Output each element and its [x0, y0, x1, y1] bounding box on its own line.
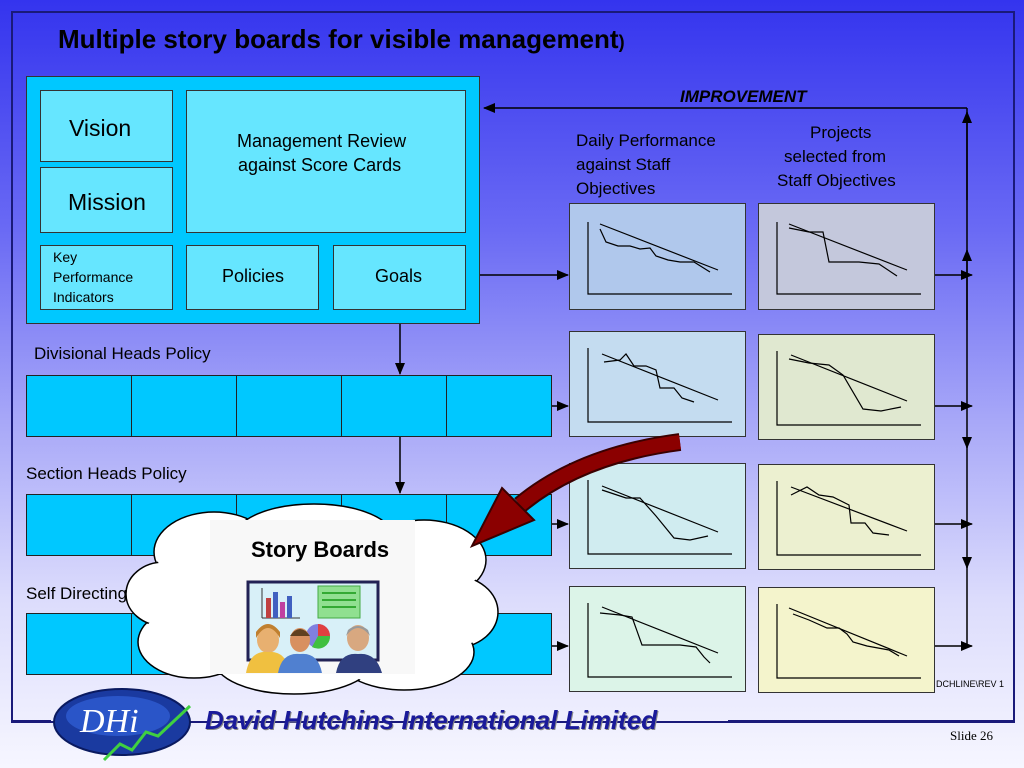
daily-chart-4: [569, 586, 746, 692]
self-directing-label: Self Directing: [26, 584, 128, 603]
kpi-line-2: Performance: [53, 269, 134, 285]
divisional-policy-bar: [26, 375, 552, 437]
mission-box: Mission: [40, 167, 173, 233]
trend-graph: [776, 481, 921, 556]
project-chart-4: [758, 587, 935, 693]
daily-perf-line-1: Daily Performance: [576, 131, 716, 150]
trend-graph: [776, 222, 921, 295]
bar-cell: [237, 376, 342, 436]
projects-line-3: Staff Objectives: [777, 171, 896, 190]
bar-cell: [27, 614, 132, 674]
review-line-1: Management Review: [237, 131, 407, 151]
trend-graph: [776, 604, 921, 679]
trend-graph: [587, 603, 732, 678]
dhi-logo: DHi: [53, 688, 192, 762]
bar-cell: [132, 376, 237, 436]
kpi-line-3: Indicators: [53, 289, 114, 305]
projects-line-1: Projects: [810, 123, 872, 142]
reference-code: DCHLINE\REV 1: [936, 679, 1005, 689]
company-name: David Hutchins International Limited: [205, 705, 658, 735]
mission-label: Mission: [68, 189, 146, 215]
kpi-box: Key Performance Indicators: [40, 245, 173, 310]
project-chart-2: [758, 334, 935, 440]
review-line-2: against Score Cards: [238, 155, 402, 175]
trend-graph: [587, 348, 732, 423]
slide-title: Multiple story boards for visible manage…: [58, 24, 625, 54]
bar-chart-icon: [261, 588, 300, 619]
project-chart-3: [758, 464, 935, 570]
vision-label: Vision: [69, 115, 132, 141]
policies-box: Policies: [186, 245, 319, 310]
bar-cell: [27, 495, 132, 555]
projects-line-2: selected from: [784, 147, 887, 166]
daily-perf-line-3: Objectives: [576, 179, 656, 198]
story-boards-title: Story Boards: [251, 537, 390, 562]
kpi-line-1: Key: [53, 249, 78, 265]
project-chart-1: [758, 203, 935, 310]
logo-text: DHi: [79, 703, 139, 740]
footer-rule-right: [728, 720, 1015, 722]
divisional-heads-label: Divisional Heads Policy: [34, 344, 211, 363]
bar-cell: [27, 376, 132, 436]
goals-label: Goals: [375, 266, 423, 286]
daily-perf-line-2: against Staff: [576, 155, 671, 174]
footer-rule-left: [11, 720, 51, 722]
improvement-label: IMPROVEMENT: [680, 87, 807, 106]
presentation-clipart: [246, 580, 382, 673]
slide-number: Slide 26: [950, 728, 993, 743]
bar-cell: [342, 376, 447, 436]
daily-chart-1: [569, 203, 746, 310]
section-heads-label: Section Heads Policy: [26, 464, 187, 483]
vision-box: Vision: [40, 90, 173, 162]
trend-graph: [776, 351, 921, 426]
goals-box: Goals: [333, 245, 466, 310]
management-review-box: Management Review against Score Cards: [186, 90, 466, 233]
trend-graph: [587, 222, 732, 295]
daily-chart-2: [569, 331, 746, 437]
slide-frame: [11, 11, 1015, 723]
policies-label: Policies: [222, 266, 285, 286]
